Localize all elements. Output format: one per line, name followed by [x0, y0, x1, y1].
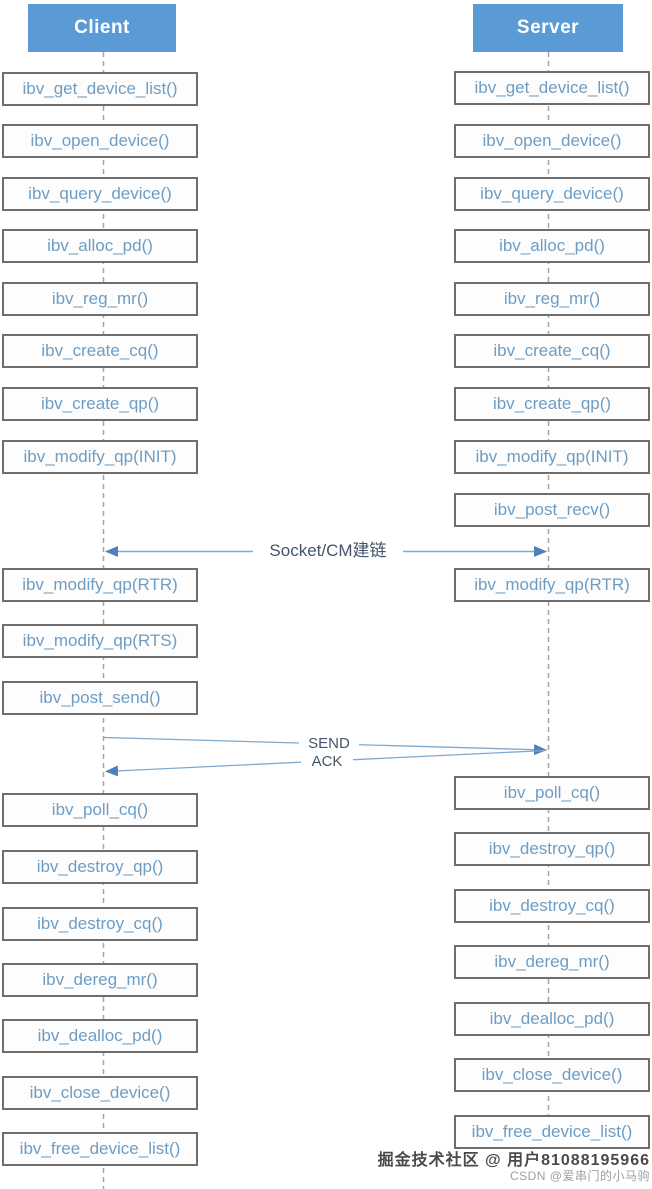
step-box: ibv_destroy_qp() [454, 832, 650, 866]
client-lane-header: Client [28, 4, 176, 52]
step-box: ibv_create_qp() [2, 387, 198, 421]
step-box: ibv_reg_mr() [2, 282, 198, 316]
step-box: ibv_destroy_qp() [2, 850, 198, 884]
step-box: ibv_close_device() [2, 1076, 198, 1110]
step-box: ibv_modify_qp(RTR) [2, 568, 198, 602]
step-box: ibv_post_recv() [454, 493, 650, 527]
step-box: ibv_poll_cq() [2, 793, 198, 827]
step-box: ibv_post_send() [2, 681, 198, 715]
send-message-label: SEND [299, 735, 359, 753]
step-box: ibv_query_device() [2, 177, 198, 211]
step-box: ibv_dereg_mr() [2, 963, 198, 997]
step-box: ibv_dereg_mr() [454, 945, 650, 979]
step-box: ibv_free_device_list() [2, 1132, 198, 1166]
step-box: ibv_create_cq() [2, 334, 198, 368]
step-box: ibv_get_device_list() [454, 71, 650, 105]
step-box: ibv_get_device_list() [2, 72, 198, 106]
step-box: ibv_modify_qp(RTR) [454, 568, 650, 602]
step-box: ibv_open_device() [2, 124, 198, 158]
step-box: ibv_alloc_pd() [454, 229, 650, 263]
watermark-juejin: 掘金技术社区 @ 用户81088195966 [377, 1152, 650, 1169]
step-box: ibv_modify_qp(INIT) [454, 440, 650, 474]
step-box: ibv_reg_mr() [454, 282, 650, 316]
ack-message-label: ACK [301, 753, 353, 771]
step-box: ibv_open_device() [454, 124, 650, 158]
step-box: ibv_create_cq() [454, 334, 650, 368]
watermark-csdn: CSDN @爱串门的小马驹 [509, 1169, 650, 1183]
connect-message-label: Socket/CM建链 [253, 541, 403, 561]
step-box: ibv_query_device() [454, 177, 650, 211]
step-box: ibv_dealloc_pd() [454, 1002, 650, 1036]
step-box: ibv_destroy_cq() [454, 889, 650, 923]
step-box: ibv_poll_cq() [454, 776, 650, 810]
step-box: ibv_modify_qp(RTS) [2, 624, 198, 658]
step-box: ibv_free_device_list() [454, 1115, 650, 1149]
step-box: ibv_destroy_cq() [2, 907, 198, 941]
step-box: ibv_alloc_pd() [2, 229, 198, 263]
step-box: ibv_create_qp() [454, 387, 650, 421]
server-lane-header: Server [473, 4, 623, 52]
step-box: ibv_dealloc_pd() [2, 1019, 198, 1053]
step-box: ibv_close_device() [454, 1058, 650, 1092]
step-box: ibv_modify_qp(INIT) [2, 440, 198, 474]
